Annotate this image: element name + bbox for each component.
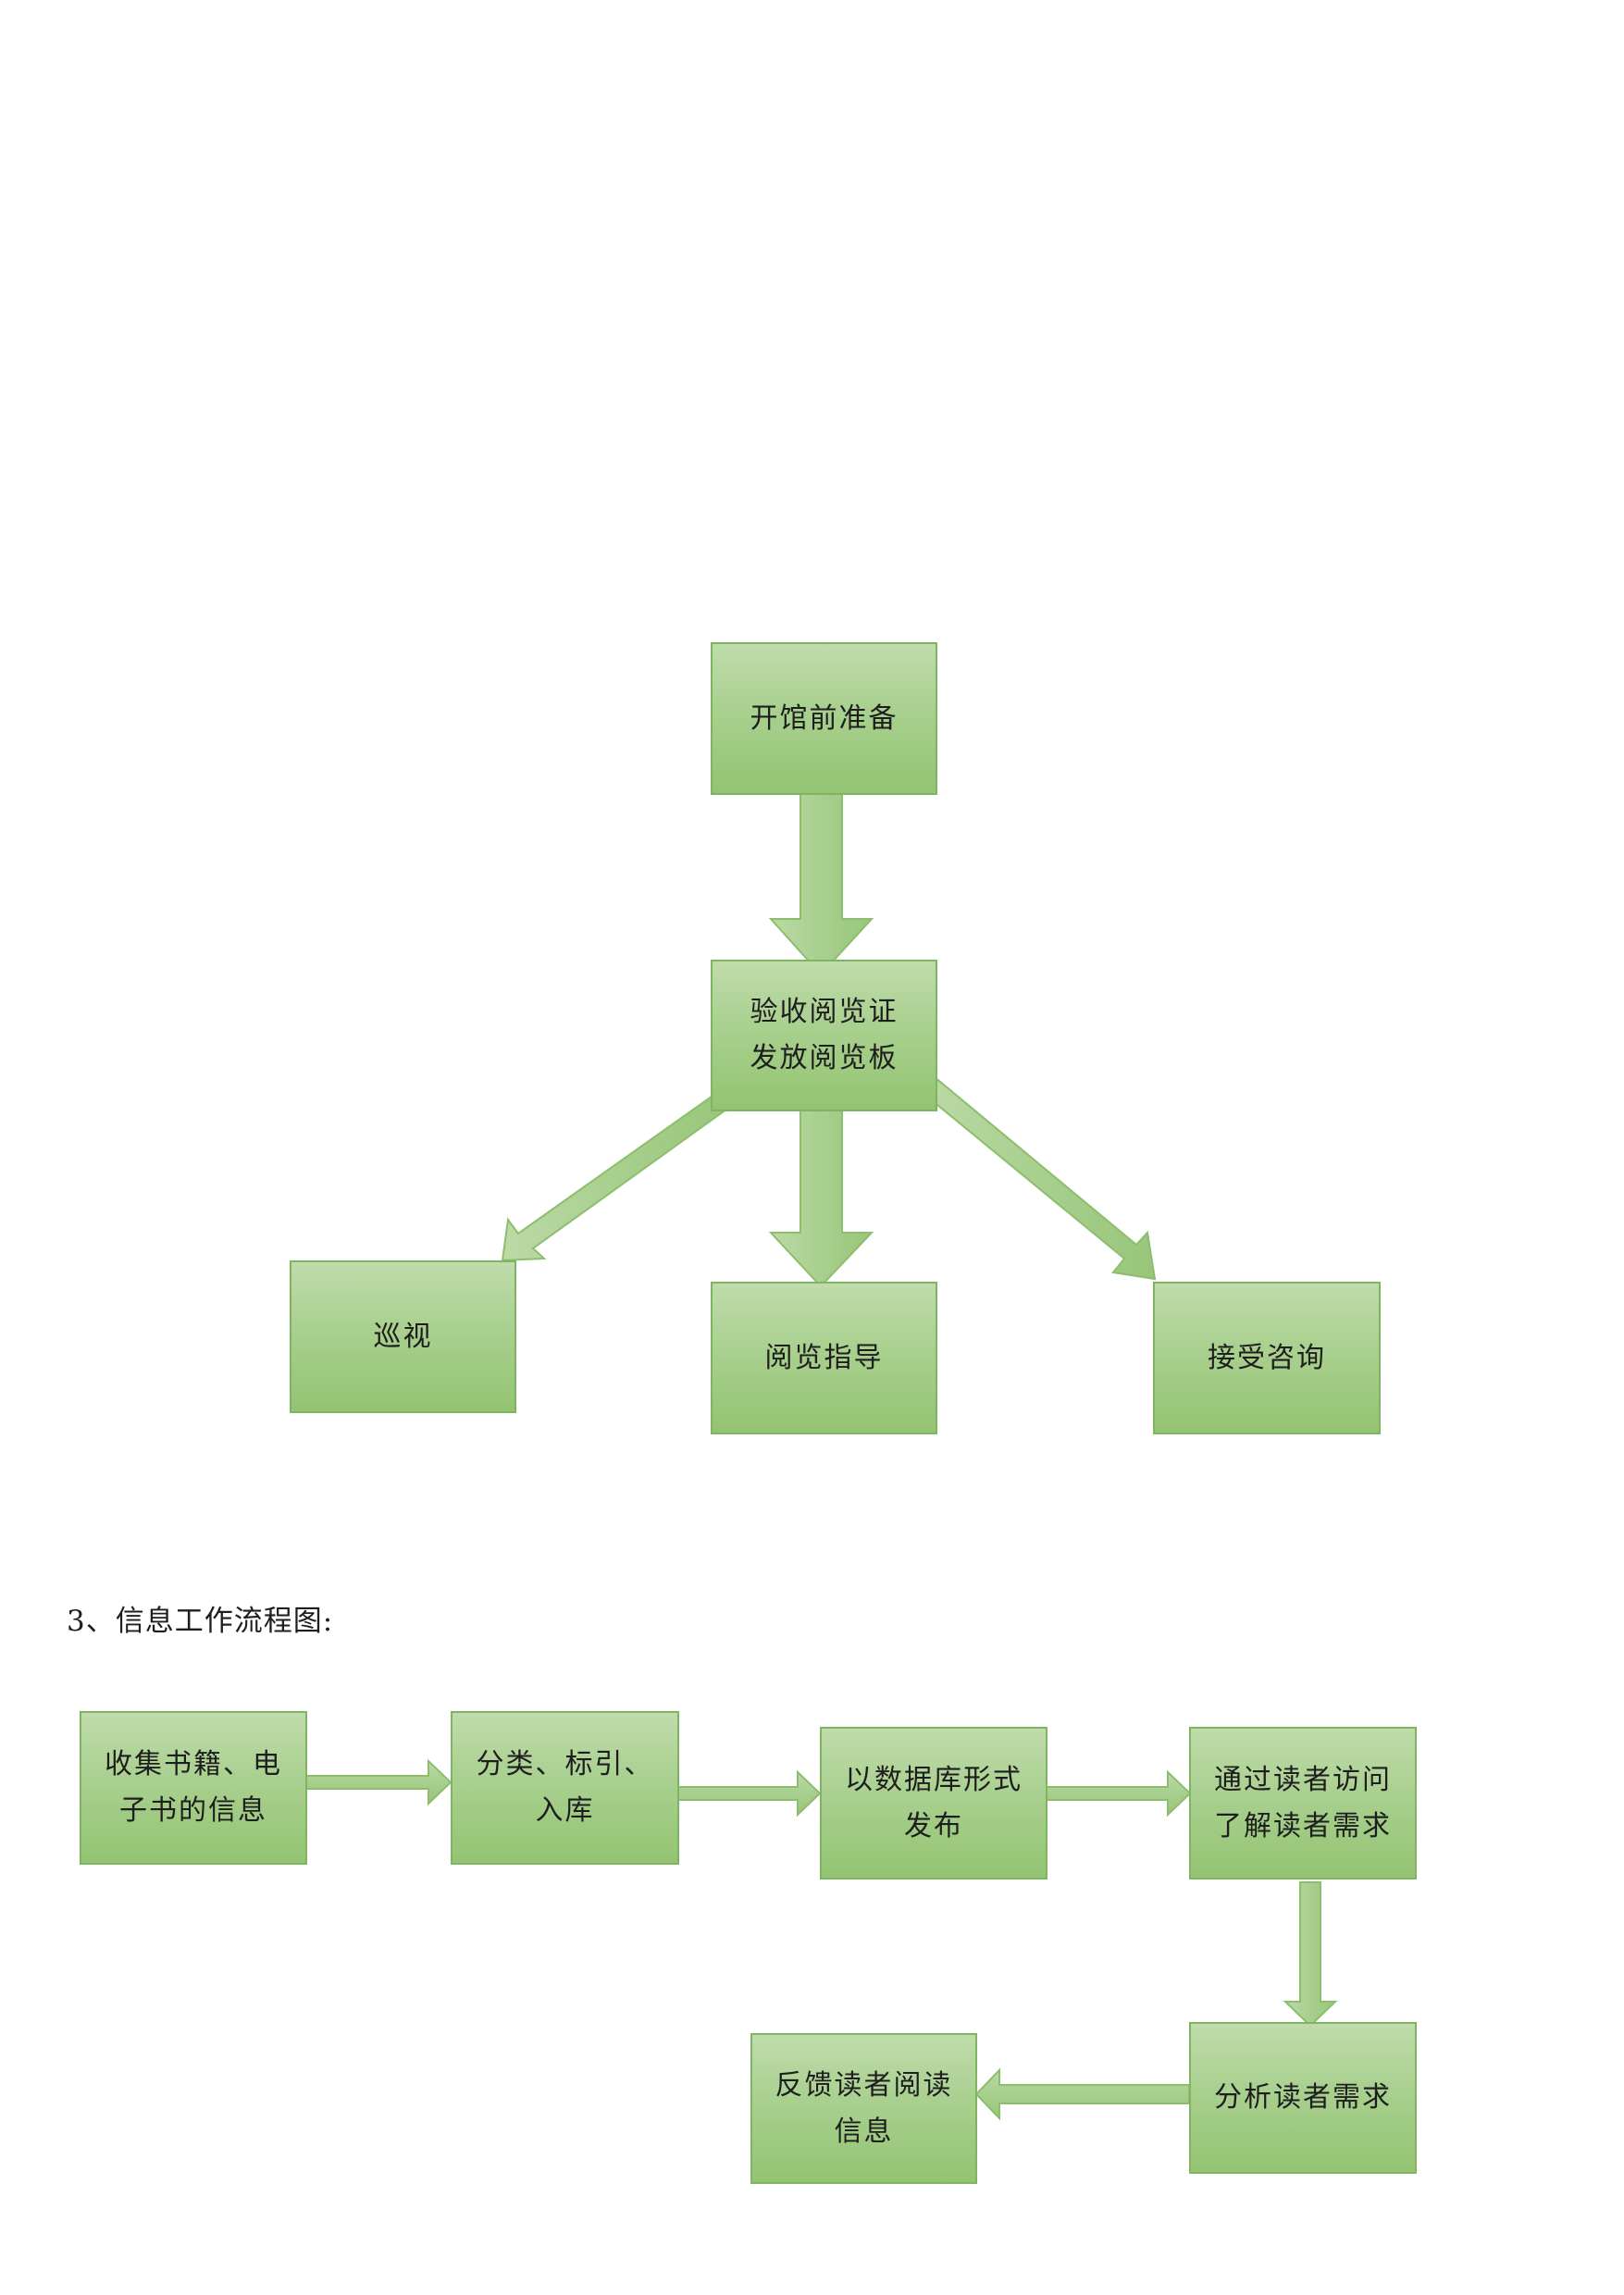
node-classify-line-2: 入库 (535, 1794, 595, 1827)
arrow-visit-to-analyze (1283, 1881, 1338, 2028)
node-publish-line-2: 发布 (904, 1809, 963, 1842)
node-feedback-line-2: 信息 (834, 2115, 894, 2148)
node-analyze: 分析读者需求 (1189, 2022, 1417, 2174)
node-verify-line-2: 发放阅览板 (750, 1042, 899, 1074)
arrow-collect-to-classify (305, 1758, 452, 1806)
arrow-classify-to-publish (677, 1769, 822, 1817)
node-verify-line-1: 验收阅览证 (750, 996, 899, 1028)
node-classify: 分类、标引、 入库 (451, 1711, 679, 1865)
node-visit-line-1: 通过读者访问 (1214, 1763, 1392, 1796)
node-consult: 接受咨询 (1153, 1282, 1381, 1434)
node-open-prep: 开馆前准备 (711, 642, 937, 795)
arrow-verify-to-guide (768, 1108, 874, 1288)
node-publish: 以数据库形式 发布 (820, 1727, 1048, 1879)
node-guide: 阅览指导 (711, 1282, 937, 1434)
node-collect: 收集书籍、电 子书的信息 (80, 1711, 307, 1865)
node-classify-line-1: 分类、标引、 (476, 1748, 654, 1780)
node-collect-line-2: 子书的信息 (119, 1794, 267, 1827)
arrow-verify-to-consult (920, 1075, 1157, 1281)
node-open-prep-line-1: 开馆前准备 (750, 701, 899, 735)
node-guide-line-1: 阅览指导 (764, 1341, 884, 1374)
node-analyze-line-1: 分析读者需求 (1214, 2081, 1392, 2114)
arrow-publish-to-visit (1046, 1769, 1192, 1817)
node-collect-line-1: 收集书籍、电 (105, 1748, 282, 1780)
node-feedback: 反馈读者阅读 信息 (750, 2033, 977, 2184)
arrow-analyze-to-feedback (974, 2067, 1190, 2121)
section-title: 3、信息工作流程图: (67, 1605, 334, 1638)
node-visit: 通过读者访问 了解读者需求 (1189, 1727, 1417, 1879)
node-feedback-line-1: 反馈读者阅读 (775, 2068, 953, 2102)
node-patrol-line-1: 巡视 (373, 1320, 433, 1353)
arrow-verify-to-patrol (501, 1092, 731, 1262)
node-consult-line-1: 接受咨询 (1208, 1341, 1326, 1374)
node-patrol: 巡视 (290, 1260, 516, 1413)
node-verify: 验收阅览证 发放阅览板 (711, 960, 937, 1111)
arrow-open-prep-to-verify (768, 793, 874, 976)
node-visit-line-2: 了解读者需求 (1214, 1809, 1392, 1842)
node-publish-line-1: 以数据库形式 (845, 1763, 1023, 1796)
